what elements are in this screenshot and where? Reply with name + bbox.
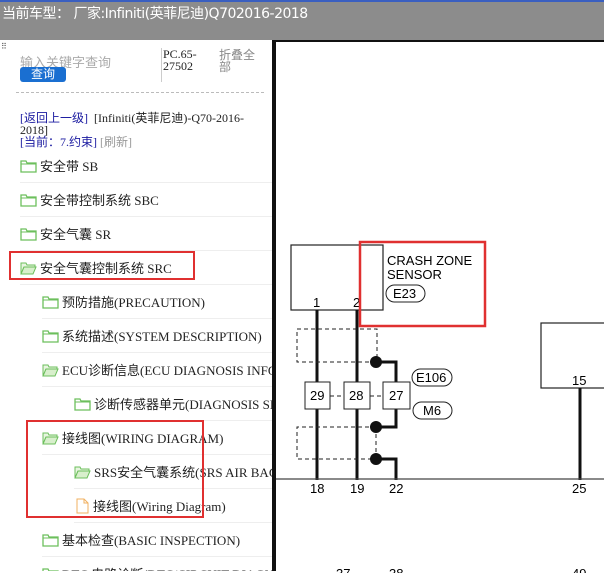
pin-label: 19 [350,481,364,496]
pin-label: 22 [389,481,403,496]
folder-icon [42,329,62,343]
tree-item-label: 接线图(Wiring Diagram) [93,499,226,514]
highlight-box [9,251,195,280]
connector-oval [411,368,453,387]
folder-icon [42,567,62,571]
header-bar: 当前车型： 厂家:Infiniti(英菲尼迪)Q702016-2018 [0,0,604,40]
tree-item[interactable]: 安全气囊 SR [20,217,272,251]
joint-boxes [304,381,411,410]
tree-item-label: SRS安全气囊系统(SRS AIR BAG SYSTEM) [94,465,272,480]
tree-item[interactable]: 预防措施(PRECAUTION) [42,285,272,319]
connector-label: E23 [393,286,416,301]
connector-label: E106 [416,370,446,385]
pin-label: 1 [313,295,320,310]
shield-dashed [296,328,383,460]
joint-label: 29 [310,388,324,403]
tree-item-label: 安全带控制系统 SBC [40,193,159,208]
divider [16,92,264,93]
tree-item[interactable]: 接线图(Wiring Diagram) [74,489,272,523]
folder-open-icon [74,465,94,479]
back-link[interactable]: [返回上一级] [20,111,88,125]
connector-oval [385,284,426,303]
crash-zone-sensor-box [290,244,604,389]
panel-divider[interactable] [272,40,276,571]
tree-item-label: 安全气囊 SR [40,227,112,242]
pin-label: 2 [353,295,360,310]
joint-label: 27 [389,388,403,403]
folder-icon [20,159,40,173]
folder-icon [74,397,94,411]
tree-item-label: 接线图(WIRING DIAGRAM) [62,431,224,446]
pin-label: 49 [572,566,586,573]
folder-icon [42,295,62,309]
tree-item-label: 安全气囊控制系统 SRC [40,261,172,276]
code-label: PC.65-27502 [161,48,201,82]
tree-item-label: ECU诊断信息(ECU DIAGNOSIS INFORMATION) [62,363,272,378]
highlight-box [358,240,487,328]
tree-item[interactable]: ECU诊断信息(ECU DIAGNOSIS INFORMATION) [42,353,272,387]
sidebar: ⠿ 输入关键字查询 查询 PC.65-27502 折叠全部 [返回上一级] [I… [0,40,272,571]
file-icon [74,498,93,514]
tree-item[interactable]: SRS安全气囊系统(SRS AIR BAG SYSTEM) [74,455,272,489]
wires [315,310,582,480]
folder-icon [20,227,40,241]
folder-icon [42,533,62,547]
pin-label: 15 [572,373,586,388]
connector-label: M6 [423,403,441,418]
tree-item[interactable]: 安全带控制系统 SBC [20,183,272,217]
tree-item-label: 预防措施(PRECAUTION) [62,295,205,310]
query-button[interactable]: 查询 [20,67,66,82]
folder-open-icon [20,261,40,275]
tree-item[interactable]: 安全带 SB [20,149,272,183]
pin-label: 18 [310,481,324,496]
tree-item[interactable]: 诊断传感器单元(DIAGNOSIS SENSOR UNIT) [74,387,272,421]
pin-label: 25 [572,481,586,496]
tree-item[interactable]: 接线图(WIRING DIAGRAM) [42,421,272,455]
folder-open-icon [42,431,62,445]
tree-item-label: 诊断传感器单元(DIAGNOSIS SENSOR UNIT) [94,397,272,412]
tree-item[interactable]: 系统描述(SYSTEM DESCRIPTION) [42,319,272,353]
tree-item[interactable]: 安全气囊控制系统 SRC [20,251,272,285]
highlight-box [26,420,204,518]
diagram-panel: 1 2 CRASH ZONE SENSOR E23 29 28 27 E106 … [276,40,604,573]
refresh-link[interactable]: [刷新] [100,135,132,149]
vehicle-title: 当前车型： 厂家:Infiniti(英菲尼迪)Q702016-2018 [2,6,308,22]
tree-item-label: 安全带 SB [40,159,99,174]
drag-handle[interactable]: ⠿ [1,42,7,51]
tree-item-label: 系统描述(SYSTEM DESCRIPTION) [62,329,262,344]
joint-label: 28 [349,388,363,403]
pin-label: 37 [336,566,350,573]
tree-item[interactable]: 基本检查(BASIC INSPECTION) [42,523,272,557]
path-text: [Infiniti(英菲尼迪)-Q70-2016-2018] [20,111,244,137]
collapse-all-button[interactable]: 折叠全部 [219,48,256,74]
current-text: [当前：7.约束] [20,135,97,149]
splice-dots [370,356,382,465]
pin-label: 38 [389,566,403,573]
component-label: SENSOR [387,267,442,282]
breadcrumb: [返回上一级] [Infiniti(英菲尼迪)-Q70-2016-2018] [… [20,112,260,148]
folder-icon [20,193,40,207]
connector-oval [412,401,453,420]
component-label: CRASH ZONE [387,253,473,268]
tree-item-label: DTC 电路诊断(DTC/CIRCUIT DIAGNOSIS) [62,564,272,571]
folder-open-icon [42,363,62,377]
tree-item-label: 基本检查(BASIC INSPECTION) [62,533,241,548]
tree-item[interactable]: DTC 电路诊断(DTC/CIRCUIT DIAGNOSIS) [42,557,272,571]
